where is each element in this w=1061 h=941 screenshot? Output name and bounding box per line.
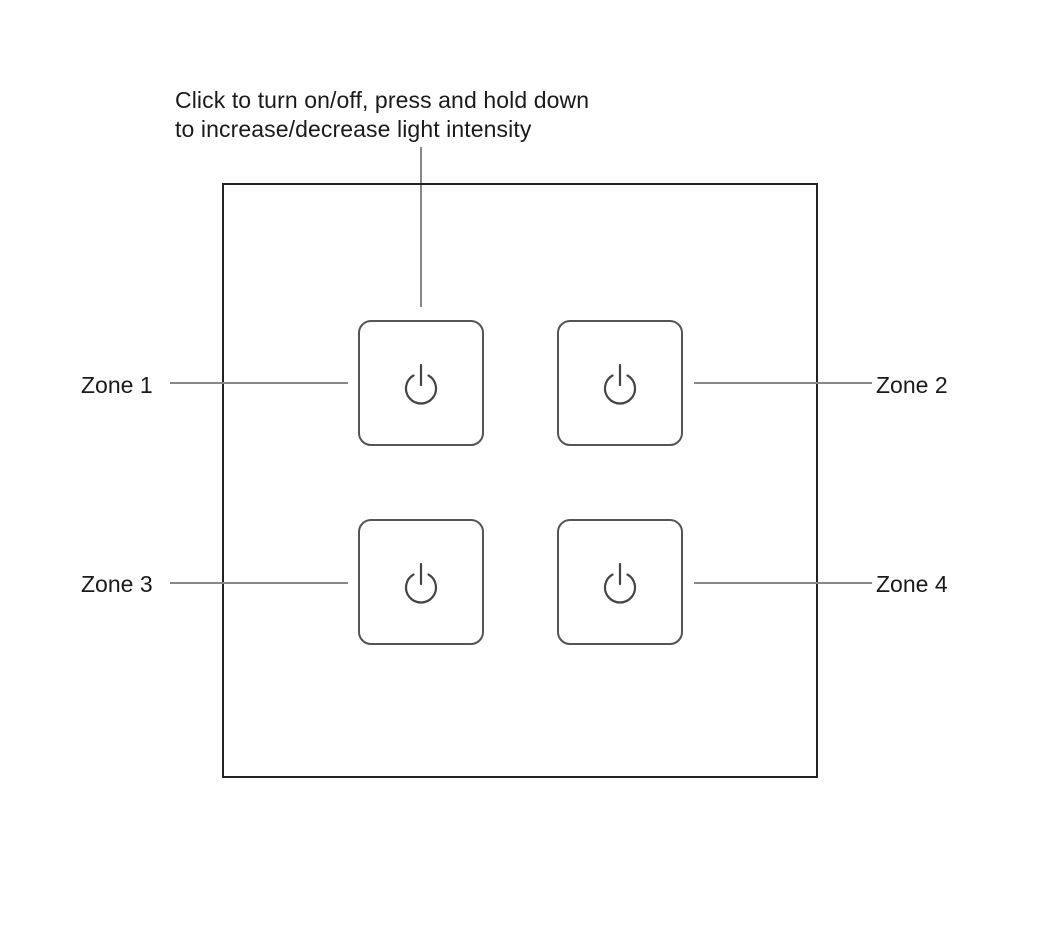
zone-2-button[interactable]	[557, 320, 683, 446]
switch-panel	[222, 183, 818, 778]
zone-3-label: Zone 3	[81, 571, 153, 597]
power-icon	[401, 361, 441, 405]
zone-4-button[interactable]	[557, 519, 683, 645]
callout-line-2: to increase/decrease light intensity	[175, 116, 532, 142]
zone-1-label: Zone 1	[81, 372, 153, 398]
zone-3-leader-line	[170, 582, 348, 584]
zone-4-label: Zone 4	[876, 571, 948, 597]
callout-text: Click to turn on/off, press and hold dow…	[175, 86, 589, 144]
power-icon	[401, 560, 441, 604]
zone-1-leader-line	[170, 382, 348, 384]
callout-line-1: Click to turn on/off, press and hold dow…	[175, 87, 590, 113]
zone-2-label: Zone 2	[876, 372, 948, 398]
power-icon	[600, 560, 640, 604]
zone-3-button[interactable]	[358, 519, 484, 645]
callout-leader-line	[420, 147, 422, 307]
zone-2-leader-line	[694, 382, 872, 384]
power-icon	[600, 361, 640, 405]
zone-1-button[interactable]	[358, 320, 484, 446]
zone-4-leader-line	[694, 582, 872, 584]
